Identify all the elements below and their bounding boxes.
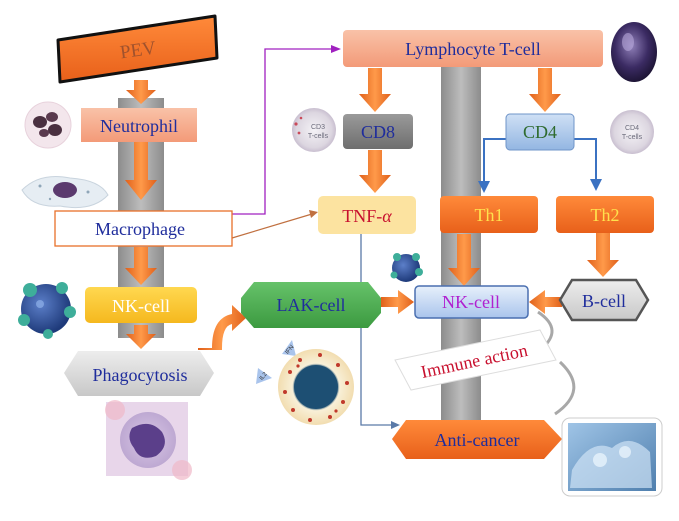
- cancer-cell-micrograph-icon: [561, 417, 663, 497]
- neutrophil-cell-icon: [24, 101, 72, 149]
- th2-node-shape: [556, 196, 654, 233]
- cd8-label: CD8: [361, 122, 395, 142]
- macrophage-to-lymphocyte-arrowhead: [331, 45, 341, 53]
- arrow-cd8-tnf: [359, 150, 391, 193]
- lymphocyte-label: Lymphocyte T-cell: [405, 39, 540, 59]
- cd4-label: CD4: [523, 122, 557, 142]
- il2-label: IL2: [259, 371, 269, 382]
- arrow-lymphocyte-cd4: [529, 68, 561, 112]
- nk-cell-left-node-shape: [85, 287, 197, 323]
- nk-cell-right-node-shape: [414, 285, 529, 319]
- cd4-to-th1-line: [483, 138, 506, 182]
- arrow-lak-nkcell: [381, 290, 414, 314]
- nk-cell-icon: [18, 282, 76, 339]
- arrow-th1-nkcell: [448, 234, 480, 286]
- arrow-lymphocyte-cd8: [359, 68, 391, 112]
- pev-label: PEV: [119, 38, 158, 64]
- macrophage-label: Macrophage: [95, 219, 185, 239]
- nk-cell-right-label: NK-cell: [442, 292, 500, 312]
- th2-label: Th2: [591, 205, 620, 225]
- macrophage-to-tnf-arrowhead: [309, 210, 318, 218]
- arrow-neutrophil-macrophage: [125, 140, 157, 200]
- t-cell-icon: [611, 22, 657, 82]
- immune-action-node-shape: [394, 329, 557, 391]
- th1-label: Th1: [475, 205, 504, 225]
- phagocytosis-label: Phagocytosis: [92, 365, 187, 385]
- neutrophil-node-shape: [81, 108, 197, 142]
- cd8-node-shape: [343, 114, 413, 149]
- lak-cell-node-shape: [241, 282, 381, 328]
- cd3-tcell-icon: CD3 T-cells: [292, 108, 336, 152]
- cd4-to-th2-arrowhead: [590, 179, 602, 191]
- arrow-pev-neutrophil: [126, 80, 156, 104]
- arrow-nkcell-phagocytosis: [126, 325, 156, 349]
- cd3-icon-label: CD3: [311, 124, 325, 131]
- th1-node-shape: [440, 196, 538, 233]
- macrophage-node-shape: [54, 210, 233, 247]
- cd3-icon-sublabel: T-cells: [308, 133, 329, 140]
- tnf-alpha-symbol: α: [382, 206, 392, 226]
- arrow-th2-bcell: [587, 233, 619, 277]
- macrophage-cell-icon: [21, 176, 109, 209]
- phagocytosis-node-shape: [64, 351, 214, 396]
- il2-marker: [256, 368, 272, 384]
- cd4-to-th1-arrowhead: [478, 181, 490, 193]
- b-cell-node-shape: [558, 278, 650, 322]
- lymphocyte-node-shape: [343, 30, 603, 67]
- cd4-to-th2-line: [574, 138, 597, 180]
- cd4-node-shape: [505, 113, 575, 151]
- ifn-label: IFN: [285, 344, 296, 355]
- lak-cell-label: LAK-cell: [277, 295, 346, 315]
- b-cell-label: B-cell: [582, 291, 626, 311]
- arrow-bcell-nkcell: [529, 290, 562, 314]
- pev-node-shape: [56, 14, 219, 84]
- cd4-tcell-icon: CD4 T-cells: [610, 110, 654, 154]
- cd4-icon-label: CD4: [625, 125, 639, 132]
- ifn-marker: [282, 340, 296, 356]
- neutrophil-label: Neutrophil: [100, 116, 178, 136]
- phagocyte-micrograph-icon: [105, 400, 192, 480]
- tnf-node-shape: [318, 196, 416, 234]
- anti-cancer-label: Anti-cancer: [435, 430, 520, 450]
- tnf-label: TNF-α: [342, 206, 392, 226]
- immune-action-lower-arc: [554, 360, 576, 416]
- tnf-to-anticancer-arrowhead: [391, 421, 400, 429]
- arrow-macrophage-nkcell: [125, 247, 157, 285]
- macrophage-to-lymphocyte-line: [232, 48, 332, 215]
- orange-arrows: [125, 68, 619, 350]
- nk-cell-left-label: NK-cell: [112, 296, 170, 316]
- arrow-phagocytosis-lak: [198, 305, 246, 350]
- lak-cell-icon: IFN IL2: [256, 340, 354, 425]
- nk-cell-icon-right: [390, 253, 423, 282]
- tnf-to-anticancer-line: [360, 233, 392, 426]
- anti-cancer-node-shape: [392, 420, 562, 459]
- tnf-text: TNF-: [342, 206, 382, 226]
- macrophage-to-tnf-line: [231, 213, 313, 239]
- cd4-icon-sublabel: T-cells: [622, 134, 643, 141]
